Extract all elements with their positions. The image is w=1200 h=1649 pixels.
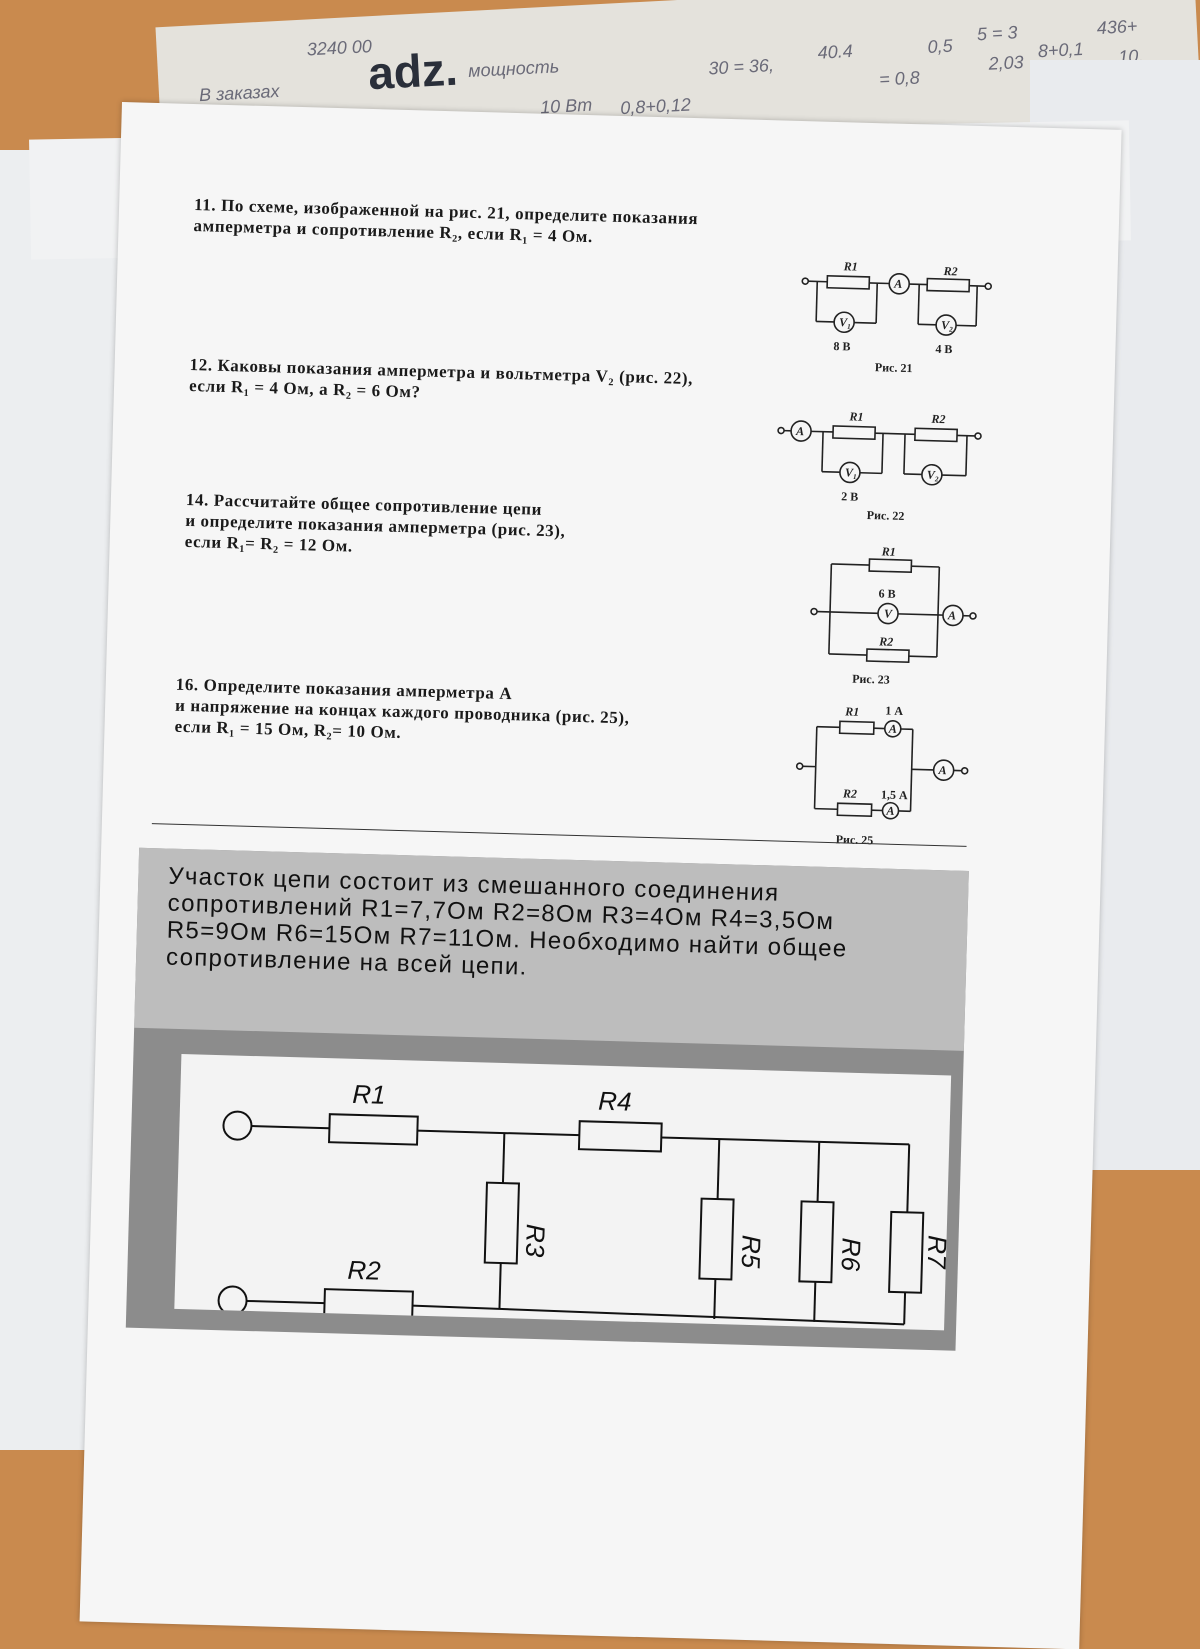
circuit-input-terminal-top [223,1111,252,1140]
notebook-text: мощность [468,56,560,82]
fig22-caption: Рис. 22 [867,508,905,523]
fig22-r2-label: R2 [930,412,945,426]
fig21-v1-value: 8 В [833,339,850,353]
circuit-r5-label: R5 [736,1235,767,1270]
fig25-caption: Рис. 25 [835,832,873,847]
fig25-ammeter-total: A [937,763,946,777]
resistor-r5 [699,1199,733,1280]
task-text: Участок цепи состоит из смешанного соеди… [166,863,949,993]
fig25-a2-value: 1,5 А [881,787,908,802]
notebook-text: 8+0,1 [1037,39,1084,62]
notebook-text: 30 = 36, [708,55,775,79]
notebook-text: = 0,8 [879,67,921,90]
fig25-ammeter-2: A [885,804,894,818]
notebook-text: 3240 00 [306,36,372,60]
notebook-text: В заказах [199,81,280,106]
problem-11: 11. По схеме, изображенной на рис. 21, о… [193,194,698,250]
fig21-voltmeter-2: V₂ [941,318,954,332]
notebook-text: 436+ [1096,16,1138,39]
problem-16: 16. Определите показания амперметра А и … [174,674,630,750]
fig22-r1-label: R1 [848,409,863,423]
figure-25: R1 1 А A A R2 1,5 А A Рис. 25 [791,696,975,861]
fig25-a1-value: 1 А [885,704,903,718]
task-card: Участок цепи состоит из смешанного соеди… [126,848,969,1351]
resistor-r6 [799,1201,833,1282]
figure-23: R1 R2 6 В V A Рис. 23 [806,541,980,696]
fig21-ammeter: A [893,277,902,291]
circuit-input-terminal-bottom [218,1286,247,1315]
circuit-diagram: R1 R4 R2 R3 R5 R6 R7 [174,1054,951,1330]
fig25-r2-label: R2 [842,786,857,800]
worksheet: 11. По схеме, изображенной на рис. 21, о… [80,102,1122,1649]
fig23-r1-label: R1 [881,544,896,558]
resistor-r1 [329,1114,418,1144]
fig25-ammeter-1: A [888,722,897,736]
problem-12: 12. Каковы показания амперметра и вольтм… [189,354,693,410]
figure-21: R1 R2 A V₁ V₂ 8 В 4 В Рис. 21 [794,251,998,397]
fig22-ammeter: A [795,424,804,438]
resistor-r4 [579,1121,662,1151]
fig22-v1-value: 2 В [841,489,858,503]
figure-22: R1 R2 A V₁ V₂ 2 В Рис. 22 [770,400,994,536]
fig21-r1-label: R1 [843,259,858,273]
problem-14: 14. Рассчитайте общее сопротивление цепи… [184,489,566,563]
fig23-r2-label: R2 [878,634,893,648]
circuit-r1-label: R1 [352,1079,386,1110]
fig21-caption: Рис. 21 [875,360,913,375]
notebook-text: 40.4 [817,41,853,64]
fig21-voltmeter-1: V₁ [839,315,852,329]
circuit-r4-label: R4 [598,1086,632,1117]
fig23-ammeter: A [947,608,956,622]
fig25-r1-label: R1 [844,704,859,718]
circuit-r7-label: R7 [922,1235,951,1271]
circuit-r2-label: R2 [347,1255,382,1286]
notebook-text: 2,03 [988,52,1024,75]
fig23-v-value: 6 В [878,586,895,600]
fig23-caption: Рис. 23 [852,672,890,687]
fig21-v2-value: 4 В [935,342,952,356]
notebook-text: 0,5 [927,36,953,58]
notebook-text: 5 = 3 [976,22,1018,45]
fig23-voltmeter: V [884,606,893,620]
notebook-watermark: adz. [367,42,459,101]
circuit-r3-label: R3 [520,1224,551,1259]
resistor-r3 [485,1183,519,1264]
circuit-r6-label: R6 [836,1237,867,1272]
resistor-r7 [889,1212,923,1293]
fig22-voltmeter-1: V₁ [845,465,858,479]
fig21-r2-label: R2 [942,264,957,278]
resistor-r2 [324,1289,413,1319]
fig22-voltmeter-2: V₂ [927,468,940,482]
